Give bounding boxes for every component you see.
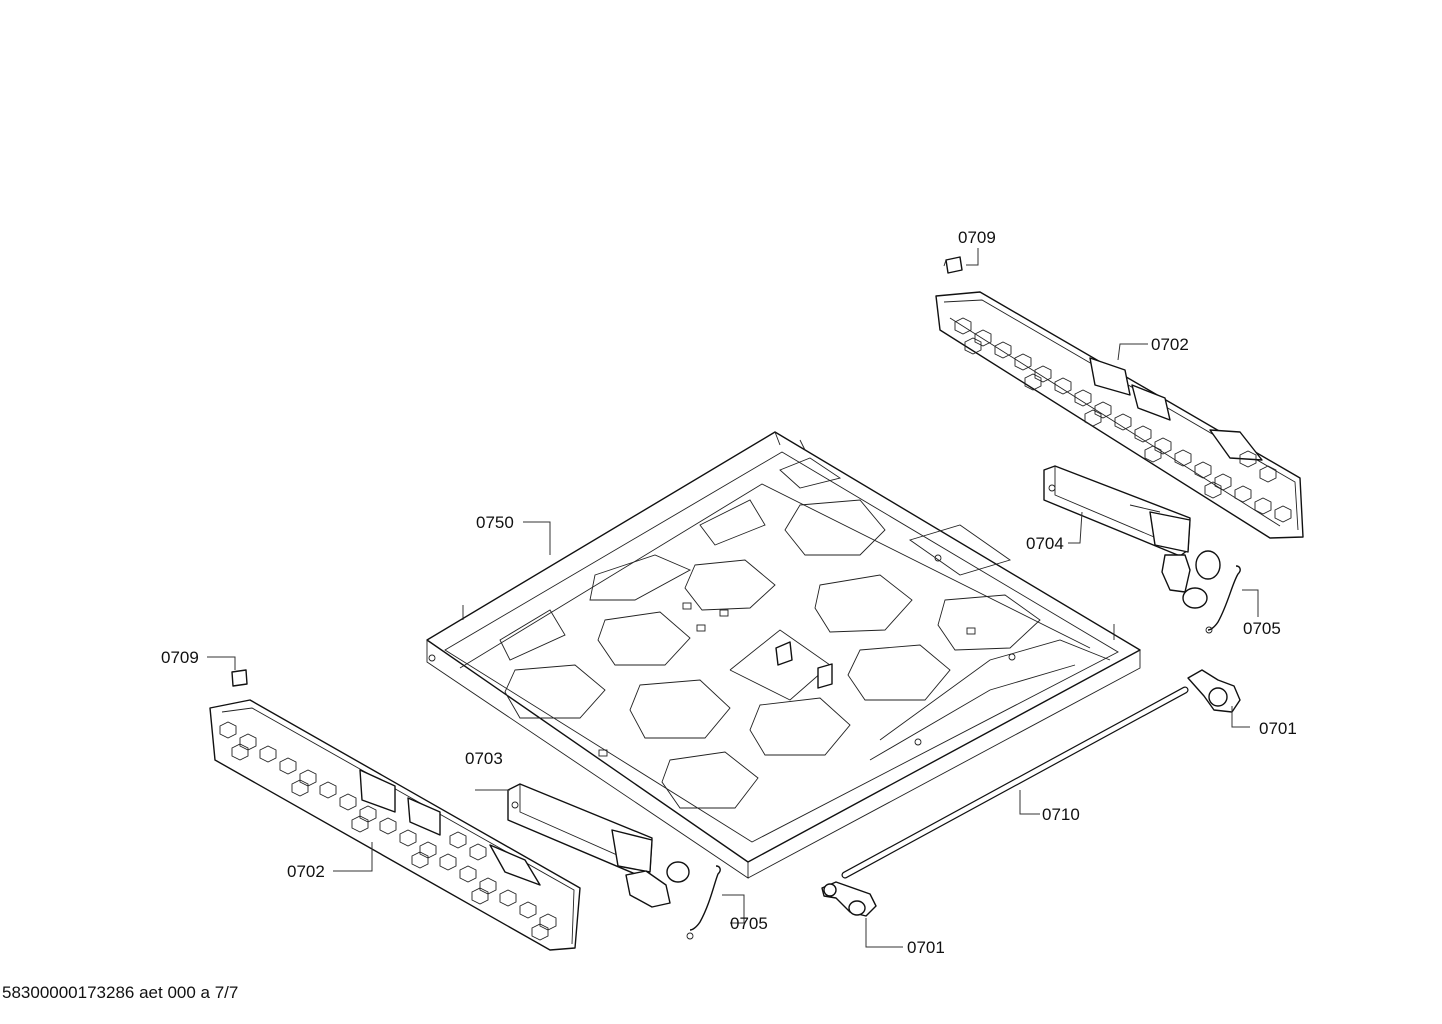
grille-frame-0702-top: [935, 291, 1304, 539]
callout-0702-bottom: 0702: [287, 862, 325, 881]
rod-0710: [841, 686, 1189, 879]
callout-0702-top: 0702: [1151, 335, 1189, 354]
callout-0710: 0710: [1042, 805, 1080, 824]
drawing-number-footer: 58300000173286 aet 000 a 7/7: [2, 983, 239, 1002]
callout-0705-right: 0705: [1243, 619, 1281, 638]
callout-0709-top: 0709: [958, 228, 996, 247]
hinge-0703: [507, 783, 690, 908]
end-cap-0709-top: [943, 256, 963, 274]
grille-frame-0702-bottom: [209, 699, 581, 951]
callout-0701-bottom: 0701: [907, 938, 945, 957]
leader-lines: [207, 248, 1259, 948]
callout-0750: 0750: [476, 513, 514, 532]
callout-0703: 0703: [465, 749, 503, 768]
hinge-0704: [1043, 465, 1221, 609]
callout-0709-left: 0709: [161, 648, 199, 667]
callout-0701-right: 0701: [1259, 719, 1297, 738]
pivot-0701-bottom: [821, 881, 877, 917]
callout-0704: 0704: [1026, 534, 1064, 553]
base-plate-0750: [426, 431, 1141, 879]
end-cap-0709-left: [231, 669, 248, 687]
callout-0705-bottom: 0705: [730, 914, 768, 933]
wire-0705-bottom: [686, 865, 721, 940]
pivot-0701-right: [1187, 669, 1241, 713]
wire-0705-right: [1205, 565, 1241, 634]
